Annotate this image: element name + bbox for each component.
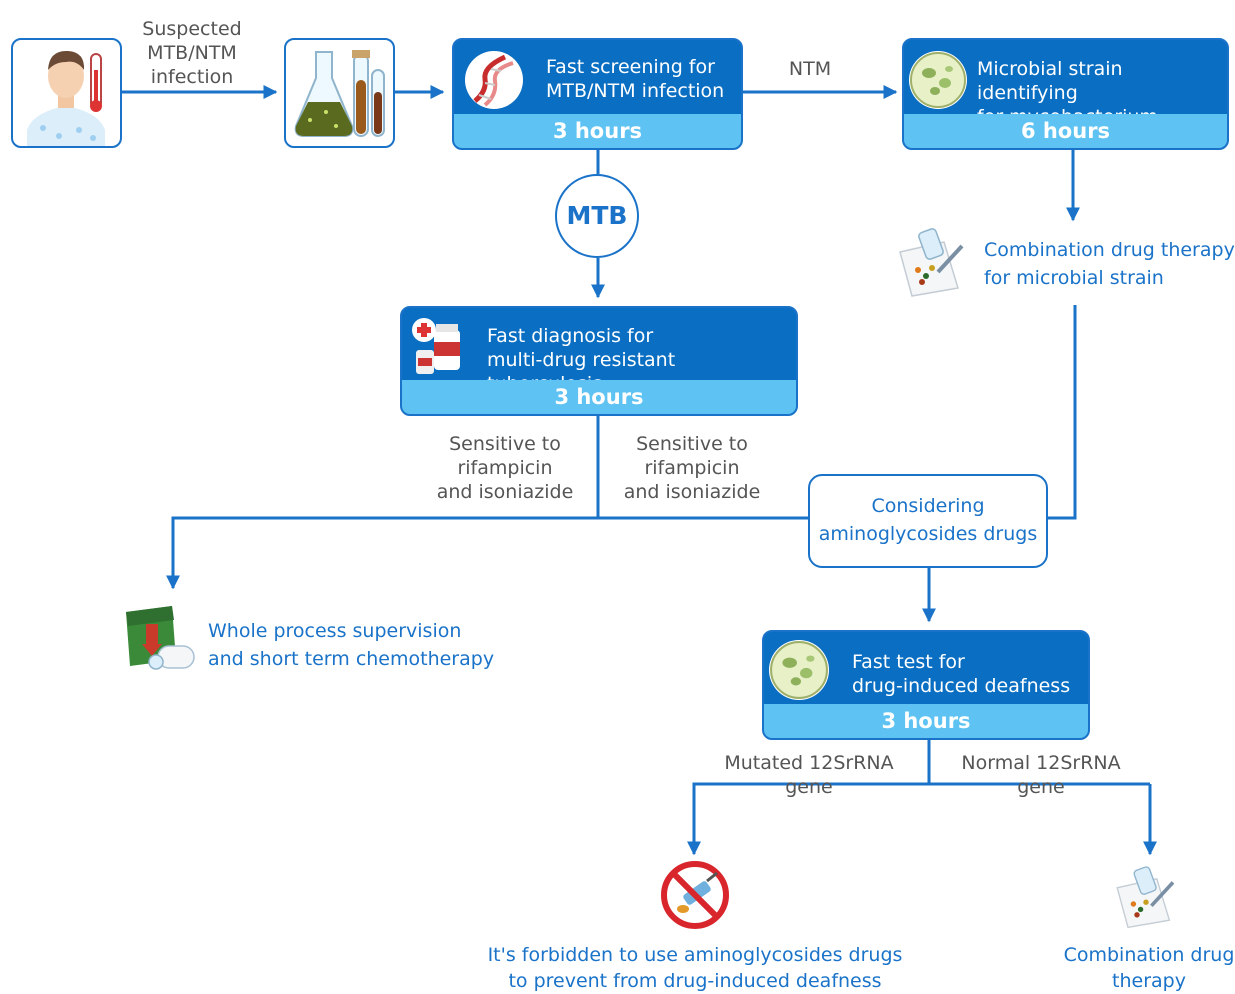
patient-box bbox=[11, 38, 122, 148]
normal-gene-label: Normal 12SrRNA gene bbox=[961, 752, 1121, 798]
line-combo-to-considering bbox=[1048, 305, 1077, 520]
medicine-kit-icon bbox=[126, 606, 195, 670]
forbidden-icon bbox=[661, 861, 729, 929]
deafness-duration: 3 hours bbox=[764, 704, 1088, 738]
arrow-to-supervision bbox=[166, 516, 808, 590]
flask-icon bbox=[294, 50, 385, 137]
combo-strain-text: Combination drug therapy for microbial s… bbox=[984, 239, 1235, 289]
deafness-title-line2: drug-induced deafness bbox=[852, 675, 1071, 697]
petri-dish-icon-2 bbox=[769, 640, 829, 700]
screening-duration: 3 hours bbox=[454, 114, 741, 148]
considering-box: Considering aminoglycosides drugs bbox=[808, 474, 1048, 568]
petri-dish-icon bbox=[909, 51, 967, 109]
medicine-bottle-icon bbox=[412, 318, 460, 374]
dna-icon bbox=[465, 51, 523, 109]
mdr-duration: 3 hours bbox=[402, 380, 796, 414]
medicine-icon bbox=[899, 228, 964, 297]
supervision-text: Whole process supervision and short term… bbox=[208, 620, 495, 670]
sensitive-right-label: Sensitive to rifampicin and isoniazide bbox=[623, 433, 761, 503]
combo-final-text: Combination drug therapy bbox=[1063, 944, 1235, 992]
deafness-title-line1: Fast test for bbox=[852, 651, 965, 673]
ntm-label: NTM bbox=[788, 58, 832, 80]
patient-icon bbox=[27, 50, 105, 146]
mutated-gene-label: Mutated 12SrRNA gene bbox=[724, 752, 894, 798]
strain-title-line1: Microbial strain identifying bbox=[977, 58, 1123, 104]
medicine-icon-2 bbox=[1116, 866, 1175, 929]
deafness-card: Fast test for drug-induced deafness 3 ho… bbox=[762, 630, 1090, 740]
flask-box bbox=[284, 38, 395, 148]
strain-card: Microbial strain identifying for mycobac… bbox=[902, 38, 1229, 150]
sensitive-left-label: Sensitive to rifampicin and isoniazide bbox=[436, 433, 574, 503]
mtb-node: MTB bbox=[555, 174, 639, 258]
mdr-title-line1: Fast diagnosis for bbox=[487, 325, 654, 347]
screening-title-line2: MTB/NTM infection bbox=[546, 80, 725, 102]
strain-duration: 6 hours bbox=[904, 114, 1227, 148]
mdr-card: Fast diagnosis for multi-drug resistant … bbox=[400, 306, 798, 416]
screening-title-line1: Fast screening for bbox=[546, 56, 715, 78]
forbidden-text: It's forbidden to use aminoglycosides dr… bbox=[487, 944, 903, 992]
screening-card: Fast screening for MTB/NTM infection 3 h… bbox=[452, 38, 743, 150]
suspected-infection-label: Suspected MTB/NTM infection bbox=[142, 18, 242, 88]
arrow-to-forbidden bbox=[687, 782, 1150, 856]
